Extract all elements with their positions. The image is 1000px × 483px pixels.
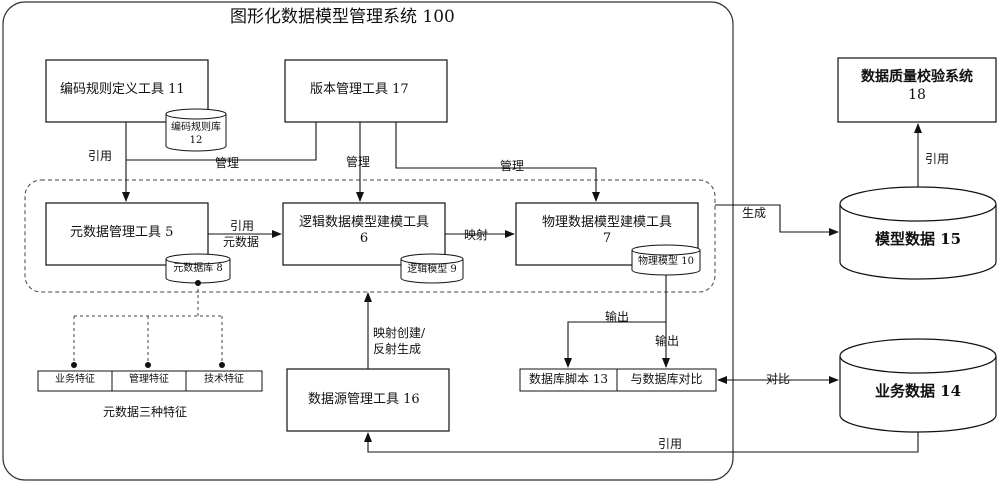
business-data-cylinder: [839, 338, 997, 433]
edge-manage-physical: [395, 122, 600, 202]
edge-generate: [715, 204, 839, 236]
quality-system-name: 数据质量校验系统: [861, 69, 973, 85]
logical-model-db-label: 逻辑模型 9: [407, 264, 457, 275]
physical-tool-num: 7: [602, 231, 612, 247]
datasource-tool-label: 数据源管理工具 16: [308, 392, 420, 407]
version-tool-label: 版本管理工具 17: [310, 82, 409, 97]
feature-business-label: 业务特征: [55, 374, 95, 385]
coding-rule-tool-label: 编码规则定义工具 11: [60, 82, 185, 97]
coding-rule-db-num: 12: [189, 134, 203, 146]
edge-label-manage3: 管理: [500, 159, 525, 173]
feature-dot-business: [71, 362, 77, 368]
edge-label-manage1: 管理: [215, 156, 240, 170]
edge-label-ref-quality: 引用: [925, 152, 950, 166]
logical-tool-name: 逻辑数据模型建模工具: [298, 215, 429, 230]
model-data-label: 模型数据 15: [874, 230, 962, 248]
edge-manage-horizontal: [126, 122, 317, 161]
physical-model-cylinder: [631, 244, 701, 276]
edge-label-ref-bottom: 引用: [658, 437, 683, 451]
feature-technical-label: 技术特征: [204, 374, 244, 385]
metadata-db-cylinder: [165, 253, 231, 284]
compare-box: [616, 368, 717, 392]
quality-system-num: 18: [908, 86, 926, 103]
system-title: 图形化数据模型管理系统 100: [230, 7, 455, 27]
version-tool-box: [284, 59, 448, 123]
compare-label: 与数据库对比: [630, 372, 703, 386]
edge-label-compare: 对比: [766, 372, 791, 386]
edge-ref-bottom: [364, 432, 919, 453]
quality-system-label: 数据质量校验系统 18: [838, 69, 996, 104]
logical-tool-label: 逻辑数据模型建模工具 6: [283, 215, 445, 248]
edge-label-ref-meta-2: 元数据: [223, 235, 260, 249]
coding-rule-db-name: 编码规则库: [171, 122, 221, 133]
feature-root-dot: [195, 280, 201, 286]
edge-output-script: [564, 321, 666, 368]
edge-label-output1: 输出: [605, 310, 630, 324]
edge-label-manage2: 管理: [346, 155, 371, 169]
metadata-tool-label: 元数据管理工具 5: [70, 225, 174, 240]
edge-label-map: 映射: [464, 228, 489, 242]
business-data-label: 业务数据 14: [874, 382, 962, 400]
coding-rule-db-label: 编码规则库 12: [166, 122, 226, 147]
physical-tool-name: 物理数据模型建模工具: [541, 215, 672, 230]
model-data-cylinder: [839, 186, 997, 280]
features-tree: [73, 283, 223, 362]
db-script-label: 数据库脚本 13: [528, 372, 609, 386]
feature-dot-management: [145, 362, 151, 368]
feature-management-label: 管理特征: [129, 374, 169, 385]
edge-label-output2: 输出: [655, 334, 680, 348]
system-boundary: [2, 1, 734, 481]
features-caption: 元数据三种特征: [103, 405, 188, 419]
physical-model-db-label: 物理模型 10: [638, 256, 694, 267]
quality-system-box: [837, 57, 997, 123]
datasource-tool-box: [286, 368, 450, 432]
edge-label-map-create-1: 映射创建/: [373, 326, 426, 340]
edge-label-generate: 生成: [742, 206, 767, 220]
edge-label-ref1: 引用: [88, 149, 113, 163]
feature-dot-technical: [219, 362, 225, 368]
metadata-db-label: 元数据库 8: [173, 263, 223, 274]
edge-label-map-create-2: 反射生成: [373, 342, 422, 356]
logical-tool-num: 6: [359, 231, 369, 247]
features-box: [37, 370, 263, 392]
physical-tool-label: 物理数据模型建模工具 7: [516, 215, 698, 248]
logical-model-cylinder: [400, 253, 464, 284]
edge-label-ref-meta-1: 引用: [230, 219, 255, 233]
coding-rule-db-cylinder: [165, 108, 227, 152]
